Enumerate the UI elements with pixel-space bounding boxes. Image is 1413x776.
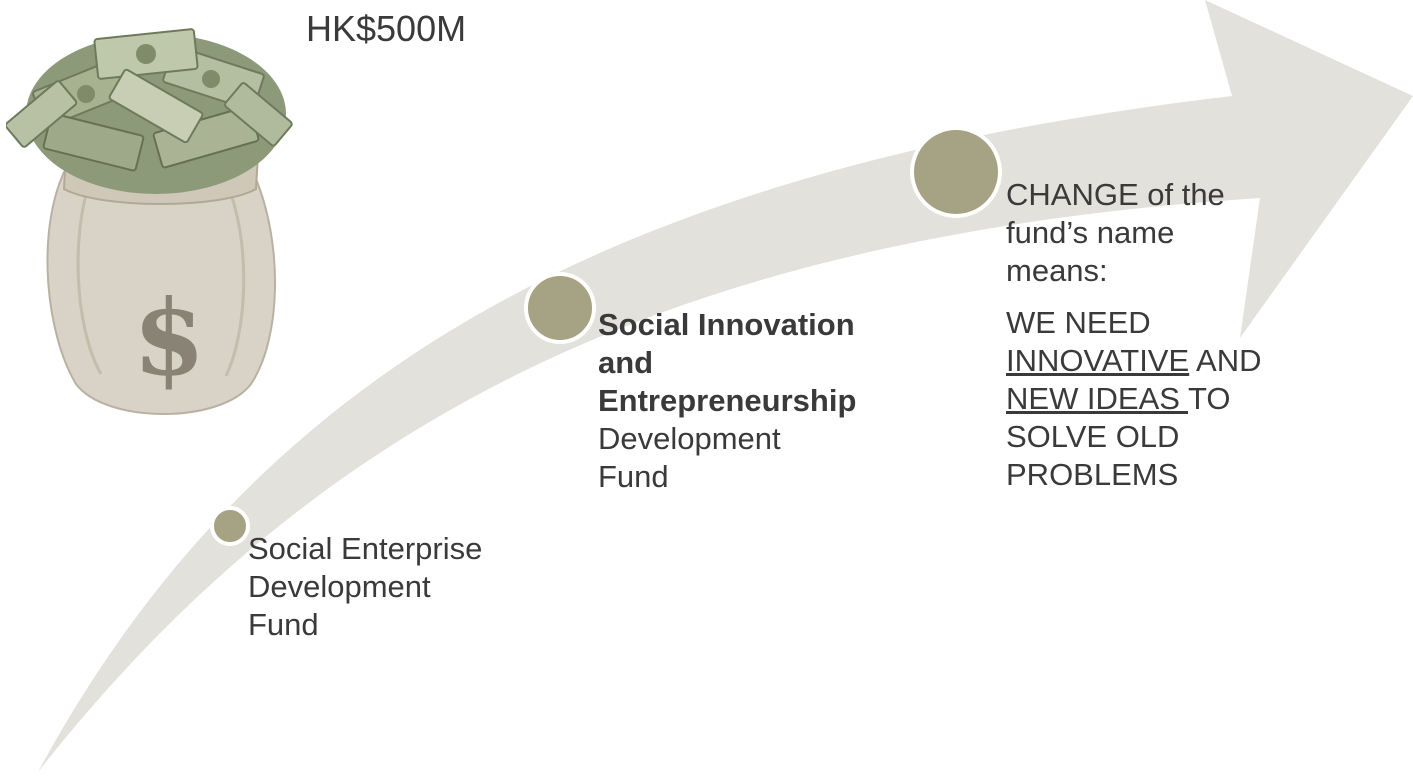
svg-text:$: $: [133, 276, 205, 399]
message-emphasis: NEW IDEAS: [1006, 381, 1189, 416]
stage-3-label: CHANGE of the fund’s name means: WE NEED…: [1006, 176, 1306, 494]
stage-1-line: Development: [248, 569, 431, 604]
stage-2-bold-line: Entrepreneurship: [598, 383, 857, 418]
message-line: WE NEED: [1006, 305, 1151, 340]
fund-amount: HK$500M: [306, 8, 467, 49]
stage-1-label: Social Enterprise Development Fund: [248, 530, 548, 644]
stage-3-marker: [910, 126, 1002, 218]
stage-3-line: CHANGE of the: [1006, 177, 1225, 212]
stage-2-line: Fund: [598, 459, 669, 494]
stage-1-line: Fund: [248, 607, 319, 642]
stage-2-bold-line: Social Innovation: [598, 307, 855, 342]
stage-3-line: fund’s name: [1006, 215, 1175, 250]
message-emphasis: INNOVATIVE: [1006, 343, 1190, 378]
stage-2-bold-line: and: [598, 345, 654, 380]
stage-1-marker: [210, 506, 250, 546]
message-line: PROBLEMS: [1006, 457, 1179, 492]
message-line: SOLVE OLD: [1006, 419, 1180, 454]
stage-3-line: means:: [1006, 253, 1108, 288]
stage-2-marker: [524, 272, 596, 344]
stage-2-label: Social Innovation and Entrepreneurship D…: [598, 306, 898, 496]
stage-2-line: Development: [598, 421, 781, 456]
message-text: TO: [1188, 381, 1231, 416]
stage-1-line: Social Enterprise: [248, 531, 483, 566]
growth-arrow-shape: [38, 0, 1413, 772]
message-line: INNOVATIVE AND: [1006, 342, 1306, 380]
message-line: NEW IDEAS TO: [1006, 380, 1306, 418]
money-bag-icon: $: [6, 28, 293, 415]
message-text: AND: [1189, 343, 1262, 378]
